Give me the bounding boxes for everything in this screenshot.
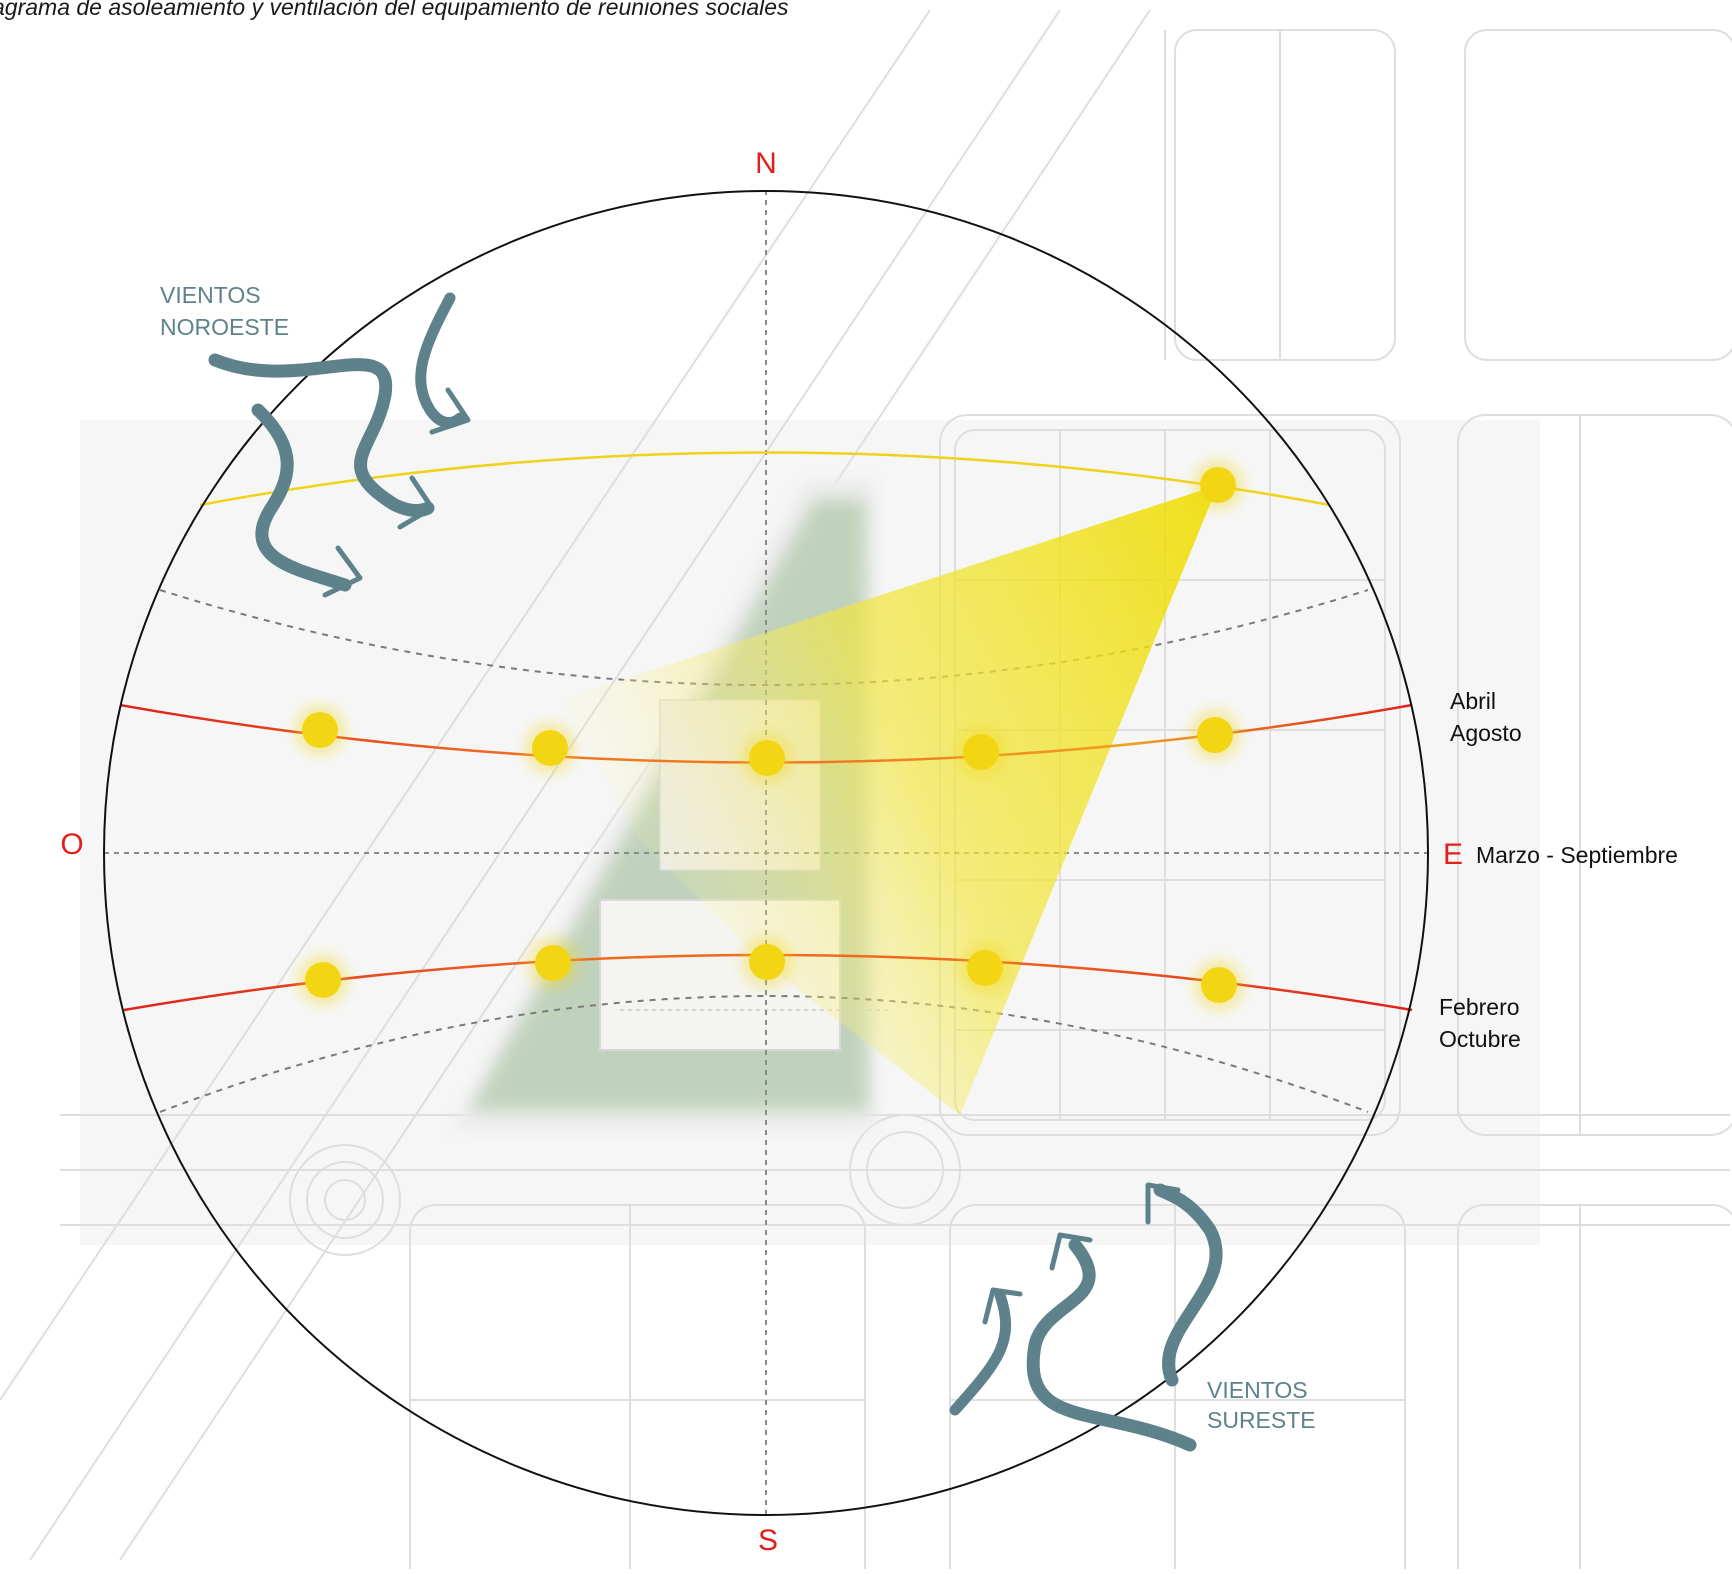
compass-circle xyxy=(103,190,1429,1516)
label-agosto: Agosto xyxy=(1450,720,1522,746)
sun-marker xyxy=(527,937,579,989)
sun-marker xyxy=(1193,959,1245,1011)
label-marzo-septiembre: Marzo - Septiembre xyxy=(1476,842,1678,868)
sun-marker xyxy=(1192,459,1244,511)
cardinal-north: N xyxy=(755,147,777,180)
wind-label-northwest-2: NOROESTE xyxy=(160,314,289,340)
diagram-title: agrama de asoleamiento y ventilación del… xyxy=(0,0,789,20)
wind-arrows-northwest xyxy=(208,292,471,598)
wind-label-northwest-1: VIENTOS xyxy=(160,282,261,308)
sun-marker xyxy=(294,704,346,756)
sun-marker xyxy=(524,722,576,774)
sun-marker xyxy=(741,936,793,988)
label-abril: Abril xyxy=(1450,688,1496,714)
cardinal-west: O xyxy=(60,828,83,861)
sun-markers xyxy=(294,459,1245,1011)
sun-beam xyxy=(560,485,1218,1115)
sun-marker xyxy=(955,726,1007,778)
sun-marker xyxy=(297,954,349,1006)
sun-marker xyxy=(741,732,793,784)
wind-arrows-southeast xyxy=(949,1182,1223,1452)
sun-marker xyxy=(959,942,1011,994)
label-febrero: Febrero xyxy=(1439,994,1520,1020)
cardinal-south: S xyxy=(758,1524,778,1557)
wind-label-southeast-1: VIENTOS xyxy=(1207,1377,1308,1403)
sun-marker xyxy=(1189,709,1241,761)
label-octubre: Octubre xyxy=(1439,1026,1521,1052)
wind-label-southeast-2: SURESTE xyxy=(1207,1407,1316,1433)
cardinal-east: E xyxy=(1443,838,1463,871)
